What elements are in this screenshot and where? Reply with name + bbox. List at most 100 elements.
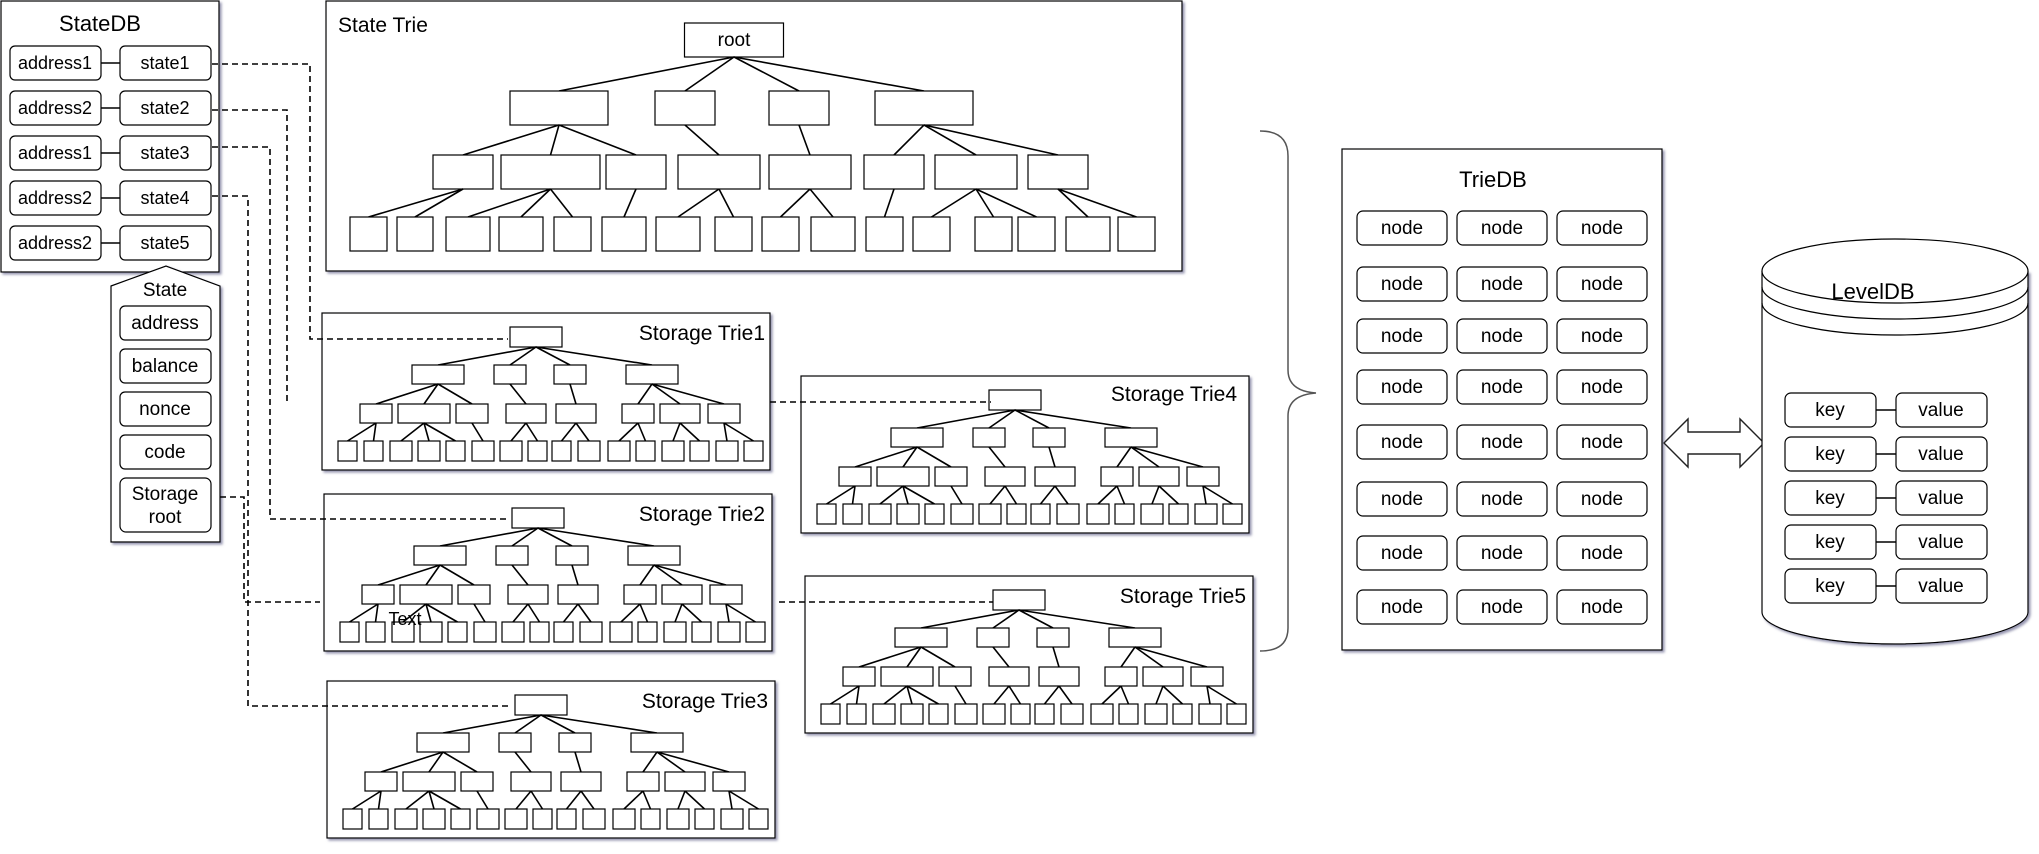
state-field-box [119,391,212,427]
trie-edge [380,751,444,773]
trie-node [934,154,1018,190]
trie-node [432,154,494,190]
trie-edge [467,188,551,218]
trie-node [1100,466,1134,487]
trie-edge [423,422,430,442]
trie-node [555,403,597,424]
trie-leaf-node [476,808,500,830]
trie-node [1032,427,1066,448]
leveldb-value-label: value [1918,444,1963,465]
statedb-state-box [119,135,212,171]
state-field-box [119,348,212,384]
trie-node [972,427,1006,448]
trie-edge [902,485,909,505]
trie-edge [883,188,895,218]
trie-leaf-node [499,440,523,462]
trie-leaf-node [663,621,687,643]
statedb-address-label: address2 [18,188,92,208]
trie-edge [580,790,595,810]
trie-edge [425,564,441,586]
trie-edge [851,485,856,505]
trie-node [361,584,395,605]
trie-leaf-node [1194,503,1218,525]
trie-node [621,403,655,424]
trie-edge [653,564,683,586]
statedb-title: StateDB [59,11,141,36]
trie-edge [462,124,560,156]
trie-edge [916,446,952,468]
trie-leaf-node [978,503,1002,525]
trie-node [976,627,1010,648]
trie-edge [992,646,1010,668]
statedb-state-label: state1 [140,53,189,73]
trie-edge [510,422,527,442]
trie-leaf-node [607,440,631,462]
trie-edge [425,603,432,623]
trie-leaf-node [846,703,867,725]
trie-edge [642,751,658,773]
storage-trie-panel: Storage Trie1 [321,312,771,471]
trie-edge [1130,446,1160,468]
trie-leaf-node [655,216,701,252]
triedb-node-label: node [1381,377,1423,398]
trie-leaf-node [501,621,525,643]
statedb-state-label: state3 [140,143,189,163]
trie-edge [512,603,529,623]
trie-edge [653,564,727,586]
trie-node [677,154,761,190]
trie-leaf-node [389,440,413,462]
leveldb-value-box [1895,524,1988,560]
triedb-node-label: node [1481,274,1523,295]
trie-leaf-node [1060,703,1084,725]
trie-node [894,627,948,648]
trie-node [664,771,706,792]
trie-leaf-node [391,621,415,643]
triedb-node-label: node [1581,218,1623,239]
trie-node [460,771,494,792]
connector-state4 [212,195,510,707]
triedb-node-box [1456,318,1548,354]
trie-edge [879,485,904,505]
triedb-node-box [1456,424,1548,460]
triedb-node-box [1456,210,1548,246]
trie-node [768,90,830,126]
trie-edge [651,383,725,405]
trie-leaf-node [872,703,896,725]
grouping-brace [1259,130,1317,652]
connector-storage-root [220,496,320,603]
dashed-connectors [212,63,993,707]
trie-leaf-node [954,703,978,725]
trie-node [880,666,934,687]
trie-leaf-node [691,621,712,643]
trie-edge [439,527,539,547]
trie-edge [1158,485,1180,505]
trie-edge [560,422,577,442]
trie-edge [577,603,592,623]
trie-node [625,364,679,385]
trie-edge [906,646,922,668]
trie-edge [923,124,1059,156]
trie-edge [442,751,478,773]
trie-edge [855,685,860,705]
trie-edge [677,790,686,810]
trie-edge [414,188,464,218]
storage-trie-panel: Storage Trie2 [323,493,773,652]
trie-edge [639,564,655,586]
leveldb-value-label: value [1918,576,1963,597]
trie-node [413,545,467,566]
trie-edge [623,188,637,218]
trie-leaf-node [661,440,685,462]
trie-leaf-node [579,621,603,643]
trie-node [505,403,547,424]
trie-leaf-node [445,216,491,252]
trie-edge [1057,188,1089,218]
trie-node [558,732,592,753]
trie-edge [642,790,652,810]
trie-edge [893,124,925,156]
trie-edge [509,383,527,405]
leveldb-key-label: key [1815,488,1845,509]
storage-trie-title: Storage Trie3 [642,690,768,713]
trie-edge [442,714,542,734]
trie-edge [954,685,967,705]
